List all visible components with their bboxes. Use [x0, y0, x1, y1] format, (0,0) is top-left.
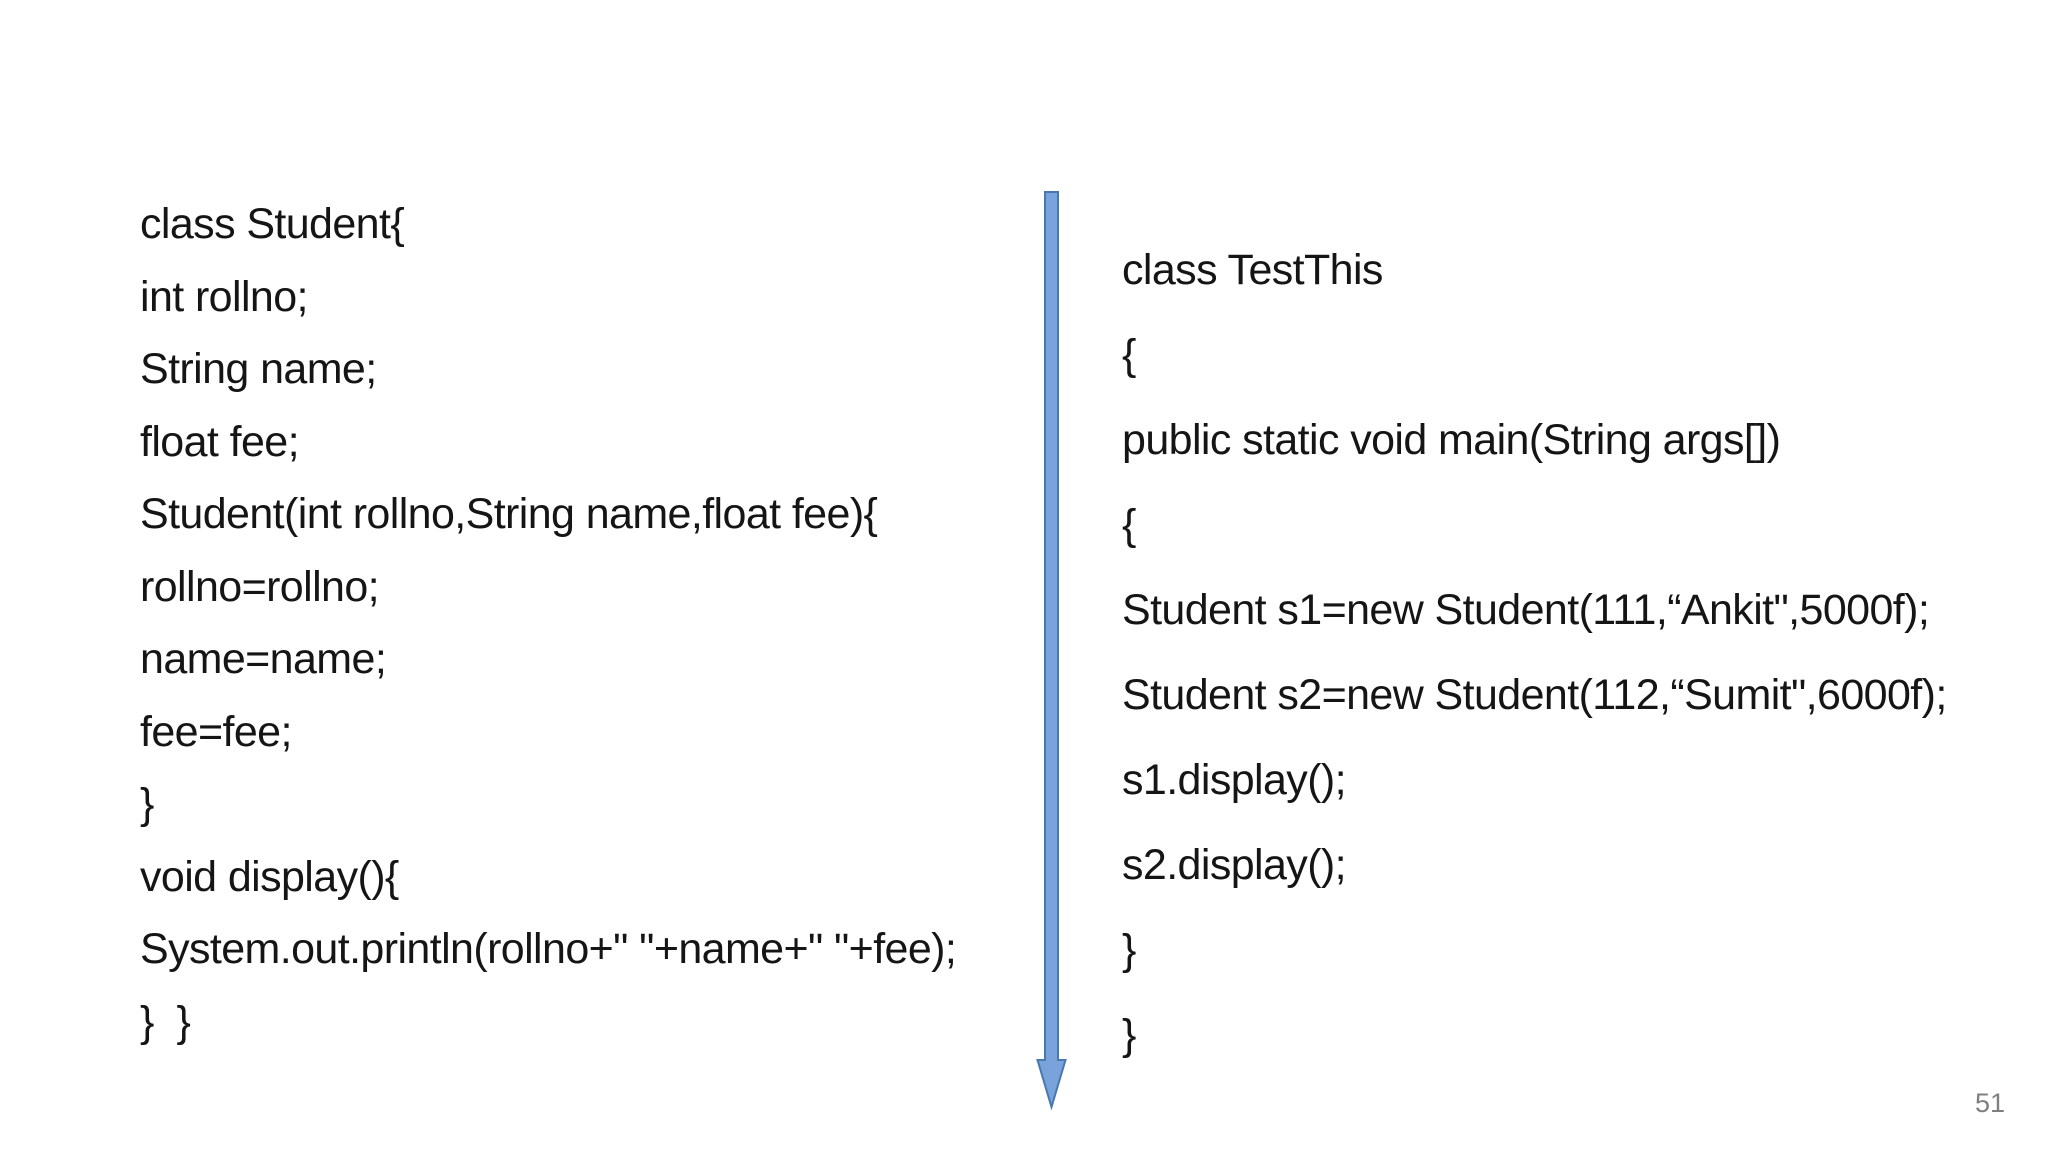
code-line: rollno=rollno;	[140, 562, 380, 611]
code-line: }	[1122, 926, 1136, 974]
page-number: 51	[1975, 1088, 2006, 1118]
code-line: } }	[140, 997, 191, 1046]
code-line: s2.display();	[1122, 841, 1347, 889]
testthis-class-code-block: class TestThis { public static void main(S…	[1122, 228, 2022, 1078]
student-class-code-block: class Student{ int rollno; String name; flo…	[140, 188, 1040, 1058]
code-line: int rollno;	[140, 272, 308, 321]
code-line: class Student{	[140, 200, 405, 248]
code-line: float fee;	[140, 417, 300, 466]
code-line: class TestThis	[1122, 246, 1383, 294]
code-line: }	[140, 780, 154, 828]
code-line: }	[1122, 1011, 1136, 1059]
code-line: name=name;	[140, 635, 387, 683]
code-line: {	[1122, 331, 1136, 379]
code-line: {	[1122, 501, 1136, 549]
code-line: s1.display();	[1122, 756, 1347, 804]
code-line: Student s2=new Student(112,“Sumit",6000f…	[1122, 671, 1947, 719]
down-arrow-icon	[1036, 191, 1067, 1110]
code-line: void display(){	[140, 852, 399, 901]
code-line: fee=fee;	[140, 707, 292, 756]
code-line: String name;	[140, 345, 377, 393]
code-line: public static void main(String args[])	[1122, 416, 1781, 464]
code-line: Student(int rollno,String name,float fee…	[140, 490, 878, 538]
down-arrow-shape	[1036, 191, 1067, 1110]
code-line: Student s1=new Student(111,“Ankit",5000f…	[1122, 586, 1930, 634]
code-line: System.out.println(rollno+" "+name+" "+f…	[140, 925, 957, 973]
